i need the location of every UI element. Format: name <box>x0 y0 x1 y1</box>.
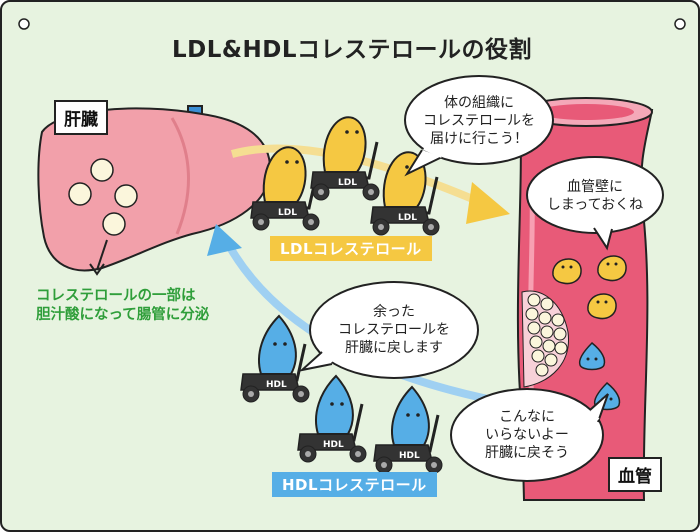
liver-note-line-2: 胆汁酸になって腸管に分泌 <box>36 307 210 323</box>
ldl-in-vessel-3 <box>587 293 617 320</box>
ldl-wall-speech-text: 血管壁に しまっておくね <box>535 178 655 214</box>
hdl-in-vessel-1 <box>578 341 606 371</box>
ldl-in-vessel-2 <box>597 255 627 282</box>
ldl-rider-2 <box>310 116 380 201</box>
ldl-flow-arrowhead <box>466 182 510 224</box>
hdl-speech-line-1: 余った <box>373 304 415 320</box>
liver <box>37 105 272 276</box>
liver-cholesterol-2 <box>68 182 92 206</box>
page-title: LDL&HDLコレステロールの役割 <box>172 37 532 63</box>
hdl-speech-bubble <box>298 281 479 379</box>
ldl-band-label: LDLコレステロール <box>270 236 432 261</box>
vessel-label: 血管 <box>608 457 662 492</box>
hdl-speech-line-2: コレステロールを <box>338 322 450 338</box>
hdl-scooter-label-1: HDL <box>266 380 287 390</box>
hdl-speech-line-3: 肝臓に戻します <box>345 340 443 356</box>
plaque-cholesterol <box>525 293 568 377</box>
ldl-speech-line-2: コレステロールを <box>423 113 535 129</box>
ldl-scooter-label-3: LDL <box>398 213 417 223</box>
ldl-speech-bubble <box>404 75 554 177</box>
hdl-band-label: HDLコレステロール <box>272 472 437 497</box>
hdl-flow-arrowhead <box>207 224 242 256</box>
pin-hole-right <box>674 18 686 30</box>
hdl-return-speech-text: こんなに いらないよー 肝臓に戻そう <box>462 408 592 462</box>
liver-note-line-1: コレステロールの一部は <box>36 288 196 304</box>
hdl-return-speech-line-2: いらないよー <box>485 427 569 443</box>
hdl-return-speech-line-1: こんなに <box>499 409 555 425</box>
hdl-rider-3 <box>373 385 443 474</box>
hdl-scooter-label-3: HDL <box>399 451 420 461</box>
ldl-in-vessel-1 <box>552 258 582 285</box>
ldl-wall-speech-line-2: しまっておくね <box>546 197 644 213</box>
hdl-scooter-label-2: HDL <box>323 440 344 450</box>
ldl-speech-text: 体の組織に コレステロールを 届けに行こう！ <box>415 94 543 148</box>
ldl-scooter-label-2: LDL <box>338 178 357 188</box>
ldl-scooter-label-1: LDL <box>278 208 297 218</box>
hdl-rider-1 <box>240 314 310 403</box>
liver-cholesterol-3 <box>114 184 138 208</box>
hdl-rider-2 <box>297 374 367 463</box>
hdl-return-speech-line-3: 肝臓に戻そう <box>485 445 569 461</box>
liver-cholesterol-1 <box>90 158 114 182</box>
ldl-wall-speech-bubble <box>526 156 664 251</box>
liver-note: コレステロールの一部は 胆汁酸になって腸管に分泌 <box>36 287 209 325</box>
hdl-speech-text: 余った コレステロールを 肝臓に戻します <box>324 303 464 357</box>
ldl-wall-speech-line-1: 血管壁に <box>567 179 623 195</box>
hdl-return-speech-bubble <box>450 388 609 482</box>
ldl-flow-arrow <box>230 144 482 206</box>
pin-hole-left <box>18 18 30 30</box>
liver-cholesterol-4 <box>102 212 126 236</box>
liver-label: 肝臓 <box>54 100 108 135</box>
ldl-rider-1 <box>250 146 320 231</box>
ldl-speech-line-1: 体の組織に <box>444 95 514 111</box>
ldl-speech-line-3: 届けに行こう！ <box>430 131 528 147</box>
